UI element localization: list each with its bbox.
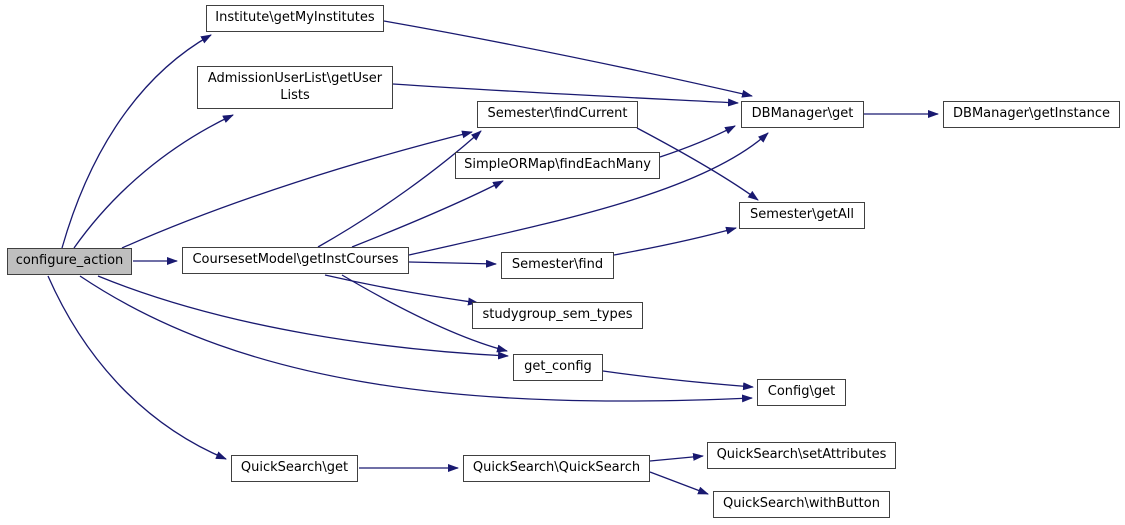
edge-admissionuserlist-getuserlists--dbmanager-get	[392, 83, 739, 107]
node-quicksearch-setattributes[interactable]: QuickSearch\setAttributes	[707, 442, 896, 469]
node-configure-action[interactable]: configure_action	[7, 248, 132, 275]
edge-semester-find--semester-getall	[613, 226, 737, 256]
node-simpleormap-findeachmany[interactable]: SimpleORMap\findEachMany	[455, 152, 660, 179]
edge-configure-action--institute-getmyinstitutes	[61, 34, 212, 249]
edge-coursesetmodel-getinstcourses--get-config	[341, 274, 508, 353]
edge-coursesetmodel-getinstcourses--semester-find	[408, 259, 497, 268]
node-institute-getmyinstitutes[interactable]: Institute\getMyInstitutes	[206, 5, 384, 32]
edge-coursesetmodel-getinstcourses--simpleormap-findeachmany	[351, 180, 504, 248]
node-coursesetmodel-getinstcourses[interactable]: CoursesetModel\getInstCourses	[182, 247, 409, 274]
edge-quicksearch-quicksearch--quicksearch-setattributes	[649, 452, 704, 462]
node-config-get[interactable]: Config\get	[757, 379, 846, 406]
node-dbmanager-get[interactable]: DBManager\get	[741, 101, 864, 128]
edge-simpleormap-findeachmany--dbmanager-get	[659, 125, 736, 158]
node-dbmanager-getinstance[interactable]: DBManager\getInstance	[943, 101, 1120, 128]
node-semester-getall[interactable]: Semester\getAll	[739, 202, 865, 229]
edge-institute-getmyinstitutes--dbmanager-get	[383, 20, 753, 98]
node-semester-find[interactable]: Semester\find	[501, 252, 614, 279]
edge-configure-action--semester-findcurrent	[121, 130, 473, 249]
edge-configure-action--admissionuserlist-getuserlists	[73, 114, 234, 249]
edge-quicksearch-quicksearch--quicksearch-withbutton	[649, 471, 709, 495]
edge-get-config--config-get	[602, 370, 754, 391]
edge-configure-action--quicksearch-get	[47, 275, 227, 460]
node-quicksearch-quicksearch[interactable]: QuickSearch\QuickSearch	[463, 455, 650, 482]
node-quicksearch-get[interactable]: QuickSearch\get	[231, 455, 358, 482]
edge-configure-action--config-get	[79, 275, 753, 403]
node-studygroup-sem-types[interactable]: studygroup_sem_types	[472, 302, 643, 329]
node-get-config[interactable]: get_config	[513, 354, 603, 381]
edge-coursesetmodel-getinstcourses--studygroup-sem-types	[324, 274, 479, 306]
edge-coursesetmodel-getinstcourses--semester-findcurrent	[317, 130, 482, 248]
node-admissionuserlist-getuserlists[interactable]: AdmissionUserList\getUser Lists	[197, 66, 393, 109]
edge-configure-action--get-config	[97, 275, 509, 360]
edge-coursesetmodel-getinstcourses--dbmanager-get	[408, 132, 769, 256]
edge-semester-findcurrent--semester-getall	[636, 127, 759, 201]
node-quicksearch-withbutton[interactable]: QuickSearch\withButton	[713, 491, 890, 518]
node-semester-findcurrent[interactable]: Semester\findCurrent	[477, 101, 638, 128]
